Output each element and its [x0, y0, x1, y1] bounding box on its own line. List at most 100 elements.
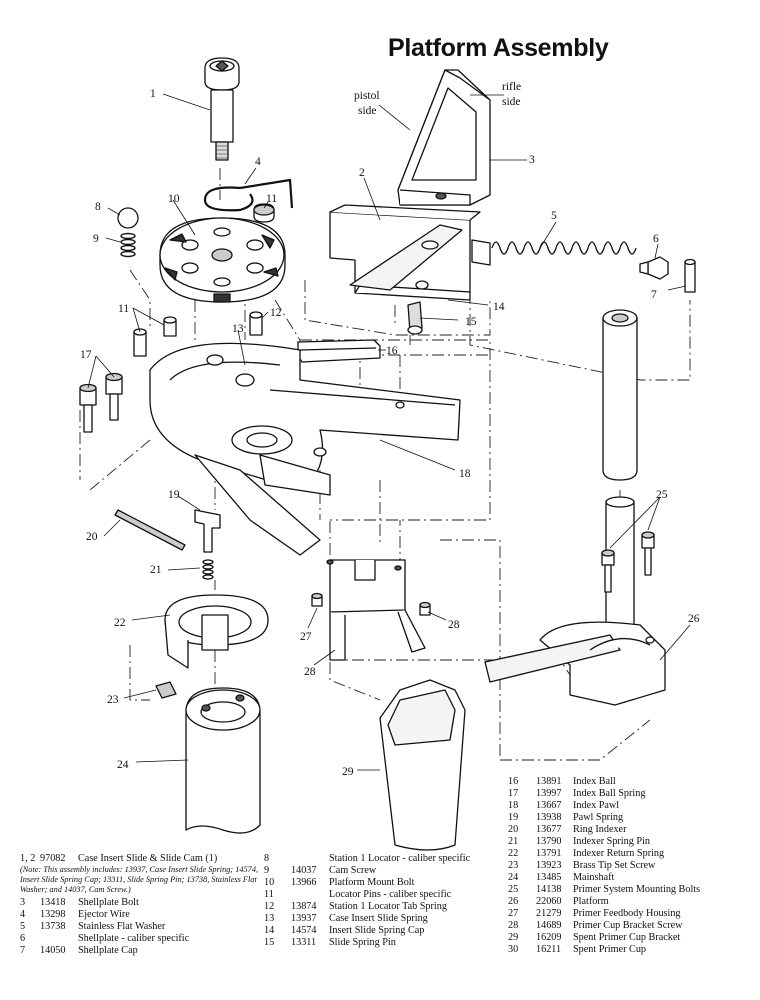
callout-19: 21	[150, 564, 162, 576]
callout-30: 29	[342, 766, 354, 778]
callout-25: 25	[656, 489, 668, 501]
spent-primer-cup	[379, 679, 466, 851]
slide-cam	[397, 69, 491, 206]
pistol-side-label: side	[358, 105, 377, 117]
callout-4: 4	[255, 156, 261, 168]
page-title: Platform Assembly	[388, 34, 609, 62]
callout-28-left: 27	[300, 631, 312, 643]
indexer-return-spring	[114, 509, 186, 551]
index-pawl	[194, 509, 221, 553]
callout-22: 20	[86, 531, 98, 543]
callout-10: 17	[80, 349, 92, 361]
station-1-locator-tab-spring	[602, 309, 638, 481]
callout-29: 28	[304, 666, 316, 678]
station-1-locator	[297, 339, 381, 363]
callout-8: 16	[386, 345, 398, 357]
insert-slide-spring-cap	[639, 256, 669, 280]
callout-1: 3	[529, 154, 535, 166]
callout-13: 5	[551, 210, 557, 222]
callout-11-right: 12	[270, 307, 282, 319]
primer-system-mounting-bolts	[601, 531, 655, 593]
pistol-label: pistol	[354, 90, 380, 102]
callout-5: 14	[493, 301, 505, 313]
mainshaft	[185, 687, 261, 834]
shellplate-bolt	[204, 57, 240, 161]
shellplate	[159, 217, 286, 303]
callout-3: 1	[150, 88, 156, 100]
callout-23: 23	[107, 694, 119, 706]
callout-6: 10	[168, 193, 180, 205]
leader-lines	[87, 93, 691, 771]
brass-tip-set-screw	[155, 681, 177, 699]
index-ball	[117, 207, 139, 229]
index-ball-spring	[120, 232, 136, 258]
callout-15: 7	[651, 289, 657, 301]
shellplate-cap	[253, 203, 275, 223]
pawl-spring	[202, 559, 214, 580]
callout-14: 6	[653, 233, 659, 245]
callout-17: 9	[93, 233, 99, 245]
primer-cup-bracket-screws	[311, 592, 431, 616]
callout-28-right: 28	[448, 619, 460, 631]
rifle-side-label: side	[502, 96, 521, 108]
legend-note: (Note: This assembly includes: 13937, Ca…	[20, 865, 259, 894]
callout-7: 11	[266, 193, 277, 205]
slide-spring-pin	[684, 258, 696, 293]
case-insert-slide-spring	[491, 241, 637, 255]
callout-27: 26	[688, 613, 700, 625]
callout-21: 13	[232, 323, 244, 335]
rifle-label: rifle	[502, 81, 521, 93]
platform-mount-bolts	[79, 372, 123, 433]
ring-indexer	[164, 594, 269, 669]
side-labels: pistol side rifle side	[354, 81, 521, 117]
callout-numbers: 1 4 2 3 5 6 7 8 9 10 11 11 12 13 14 15 1…	[80, 88, 700, 778]
callout-11-left: 11	[118, 303, 129, 315]
callout-24: 24	[117, 759, 129, 771]
spent-primer-cup-bracket	[326, 559, 426, 661]
callout-20: 22	[114, 617, 126, 629]
callout-2: 2	[359, 167, 365, 179]
platform	[149, 342, 461, 556]
callout-16: 8	[95, 201, 101, 213]
ejector-wire	[203, 178, 294, 212]
callout-18: 19	[168, 489, 180, 501]
case-insert-slide	[329, 204, 491, 301]
parts	[79, 57, 696, 851]
callout-9: 15	[465, 316, 477, 328]
callout-26: 18	[459, 468, 471, 480]
primer-feedbody-housing	[484, 496, 666, 706]
cam-screw	[407, 301, 423, 335]
